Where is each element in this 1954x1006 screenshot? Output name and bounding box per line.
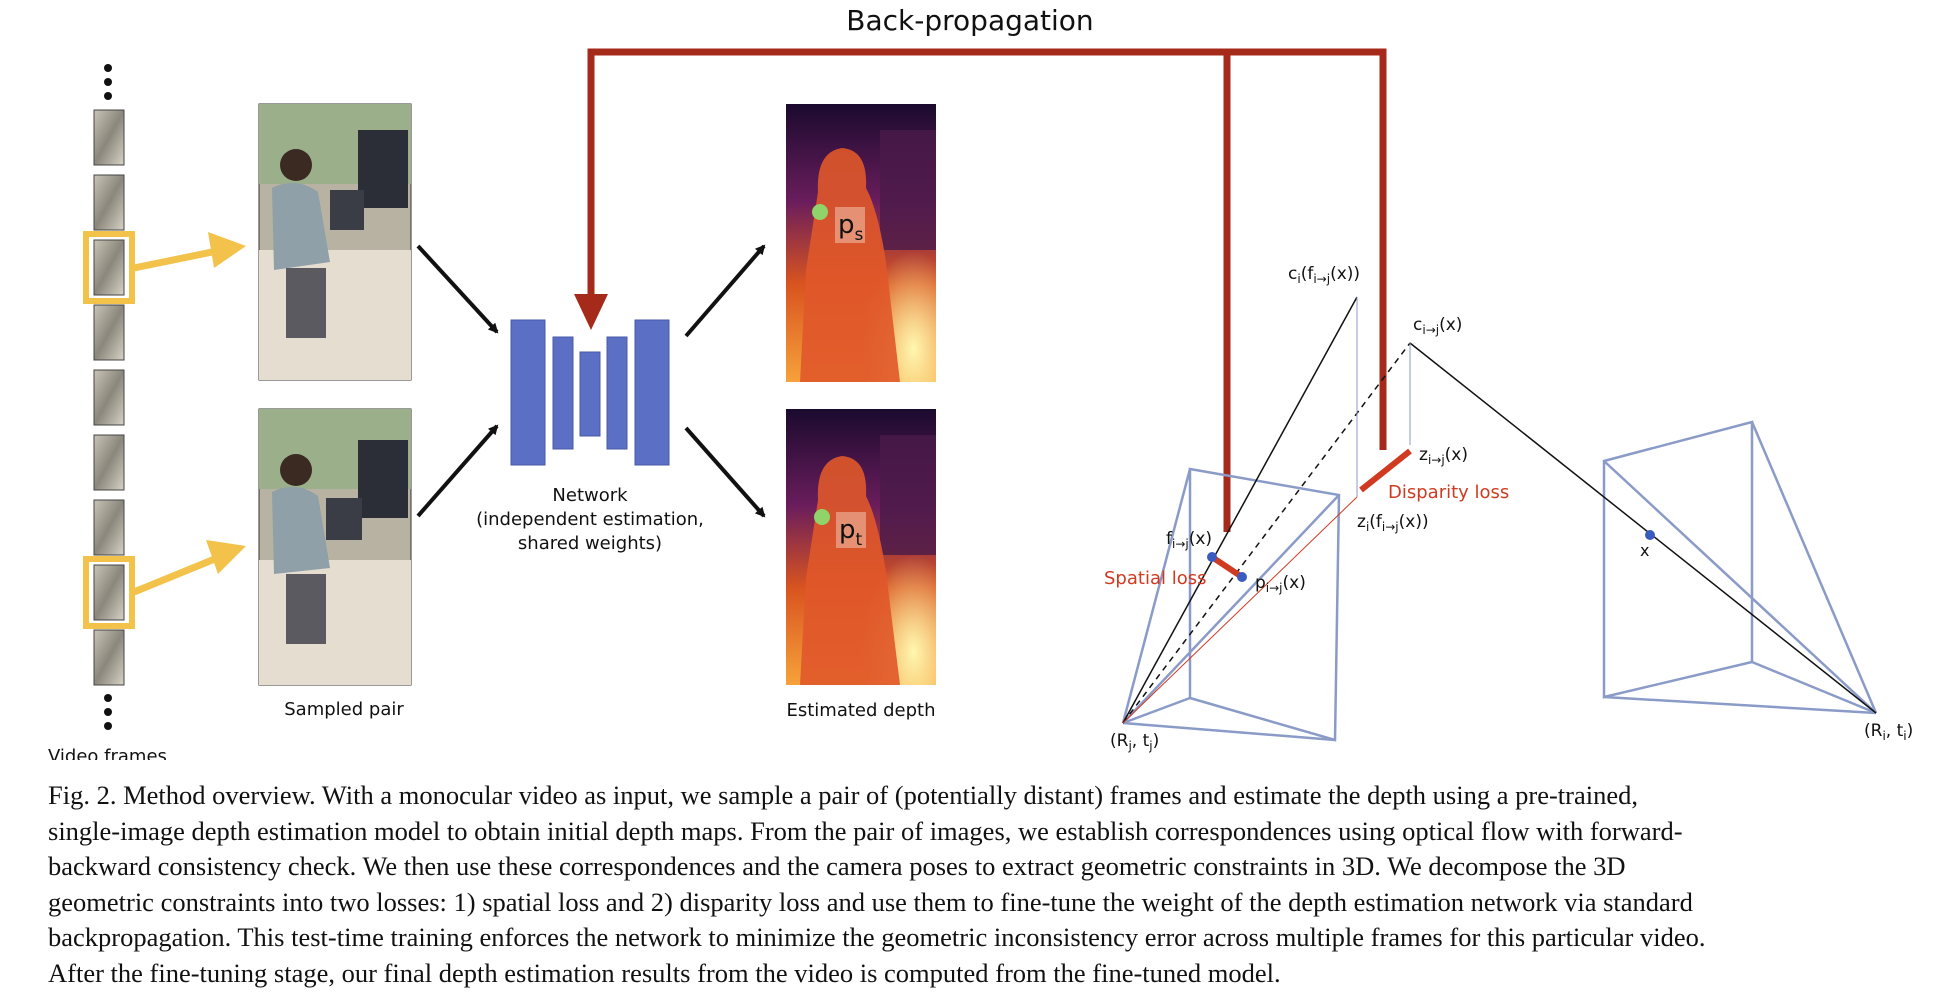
- yellow-arrowhead: [208, 232, 246, 268]
- point-target-label: pt: [839, 515, 863, 550]
- green-point-icon: [814, 509, 830, 525]
- ellipsis-dot: [104, 722, 112, 730]
- video-frame-thumbnail: [93, 239, 125, 296]
- selected-frame-highlight: [83, 556, 135, 629]
- caption-line: After the fine-tuning stage, our final d…: [48, 957, 1281, 988]
- spatial-loss-segment: [1210, 554, 1244, 580]
- yellow-arrow: [133, 246, 223, 272]
- cij-label: ci→j(x): [1413, 315, 1462, 337]
- selected-frame-highlight: [83, 231, 135, 304]
- arrow-to-depth: [684, 244, 766, 338]
- x-label: x: [1640, 541, 1649, 560]
- ellipsis-dot: [104, 694, 112, 702]
- zi-label: zi(fi→j(x)): [1357, 512, 1429, 534]
- caption-line: geometric constraints into two losses: 1…: [48, 886, 1693, 917]
- arrow-to-depth: [684, 426, 766, 518]
- video-frame-thumbnail: [93, 109, 125, 166]
- camera-j-frustum: [1121, 467, 1341, 742]
- network-layer: [606, 336, 628, 450]
- ellipsis-dot: [104, 92, 112, 100]
- caption-line: single-image depth estimation model to o…: [48, 815, 1683, 846]
- sampled-pair-photos: [258, 103, 412, 686]
- camera-j-label: (Rj, tj): [1110, 731, 1159, 753]
- video-frame-thumbnail: [93, 629, 125, 686]
- video-frame-thumbnail: [93, 499, 125, 556]
- video-frames-label: Video frames: [48, 746, 167, 760]
- sampled-photo-source: [258, 103, 412, 381]
- backprop-path: [587, 48, 1387, 532]
- disparity-loss-segment: [1359, 448, 1412, 493]
- arrow-to-network: [416, 424, 499, 518]
- figure-caption: Fig. 2. Method overview. With a monocula…: [48, 778, 1918, 991]
- fij-label: fi→j(x): [1166, 529, 1212, 551]
- blue-point-icon: [1645, 530, 1655, 540]
- caption-line: Fig. 2. Method overview. With a monocula…: [48, 780, 1638, 810]
- yellow-arrow: [132, 552, 224, 596]
- ci-label: ci(fi→j(x)): [1288, 264, 1360, 286]
- zij-label: zi→j(x): [1419, 445, 1468, 467]
- video-frame-thumbnail: [93, 174, 125, 231]
- sampled-pair-label: Sampled pair: [284, 699, 404, 720]
- backprop-arrowhead: [574, 294, 608, 330]
- backprop-label: Back-propagation: [846, 4, 1093, 37]
- camera-i-label: (Ri, ti): [1864, 721, 1913, 743]
- network-layer: [579, 351, 601, 437]
- blue-point-icon: [1207, 552, 1217, 562]
- ellipsis-dot: [104, 64, 112, 72]
- point-source-label: ps: [838, 210, 864, 245]
- network-diagram: [510, 319, 670, 466]
- ellipsis-dot: [104, 708, 112, 716]
- network-layer: [634, 319, 670, 466]
- pij-label: pi→j(x): [1255, 573, 1306, 595]
- disparity-loss-label: Disparity loss: [1388, 482, 1509, 503]
- network-label: Network: [552, 485, 628, 506]
- network-label: shared weights): [518, 533, 662, 554]
- method-overview-figure: Back-propagation Video frames: [48, 4, 1913, 760]
- camera-i-frustum: [1602, 420, 1878, 715]
- sampled-photo-target: [258, 408, 412, 686]
- video-frame-thumbnail: [93, 434, 125, 491]
- video-frame-thumbnail: [93, 369, 125, 426]
- depth-map-source: ps: [786, 104, 936, 382]
- projection-rays: [1122, 296, 1877, 724]
- caption-line: backpropagation. This test-time training…: [48, 922, 1706, 952]
- green-point-icon: [812, 204, 828, 220]
- ellipsis-dot: [104, 78, 112, 86]
- network-layer: [552, 336, 574, 450]
- video-frame-thumbnail: [93, 304, 125, 361]
- blue-point-icon: [1237, 572, 1247, 582]
- network-label: (independent estimation,: [476, 509, 704, 530]
- caption-line: backward consistency check. We then use …: [48, 851, 1626, 881]
- estimated-depth-label: Estimated depth: [786, 700, 935, 721]
- spatial-loss-label: Spatial loss: [1104, 568, 1206, 589]
- video-frames-strip: [83, 64, 246, 730]
- depth-map-target: pt: [786, 409, 936, 685]
- yellow-arrowhead: [206, 540, 246, 574]
- video-frame-thumbnail: [93, 564, 125, 621]
- arrow-to-network: [416, 244, 499, 334]
- backprop-line-to-network: [587, 48, 1387, 450]
- network-layer: [510, 319, 546, 466]
